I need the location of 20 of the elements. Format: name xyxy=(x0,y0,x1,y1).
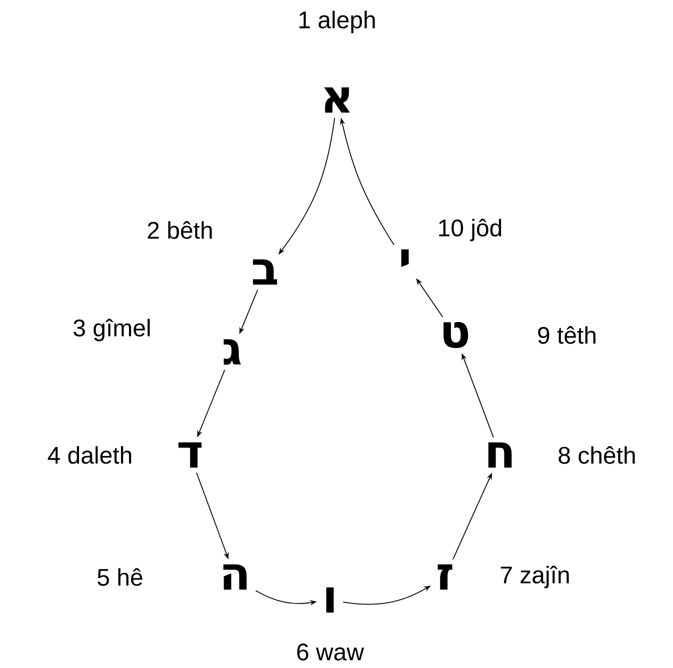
letter-name: 4 daleth xyxy=(48,446,132,464)
letter: ג xyxy=(224,339,241,365)
letter-name: 8 chêth xyxy=(558,446,635,464)
letter: ט xyxy=(444,322,468,348)
letter: ד xyxy=(178,442,202,468)
letter-name: 9 têth xyxy=(538,326,596,344)
letter-name: 5 hê xyxy=(98,568,142,586)
letter-name: 10 jôd xyxy=(439,218,502,242)
letter-name: 2 bêth xyxy=(148,221,212,239)
letter: ו xyxy=(326,587,334,613)
letter-name: 1 aleph xyxy=(299,10,375,34)
letter-name: 3 gîmel xyxy=(74,318,150,342)
letter-name: 6 waw xyxy=(297,644,364,660)
letter: א xyxy=(324,87,350,113)
letter: ב xyxy=(252,259,278,285)
letter: ה xyxy=(223,564,247,590)
letter: י xyxy=(401,249,409,268)
letter: ז xyxy=(438,564,452,590)
letter-name: 7 zajîn xyxy=(500,566,569,588)
letter: ח xyxy=(488,442,512,468)
